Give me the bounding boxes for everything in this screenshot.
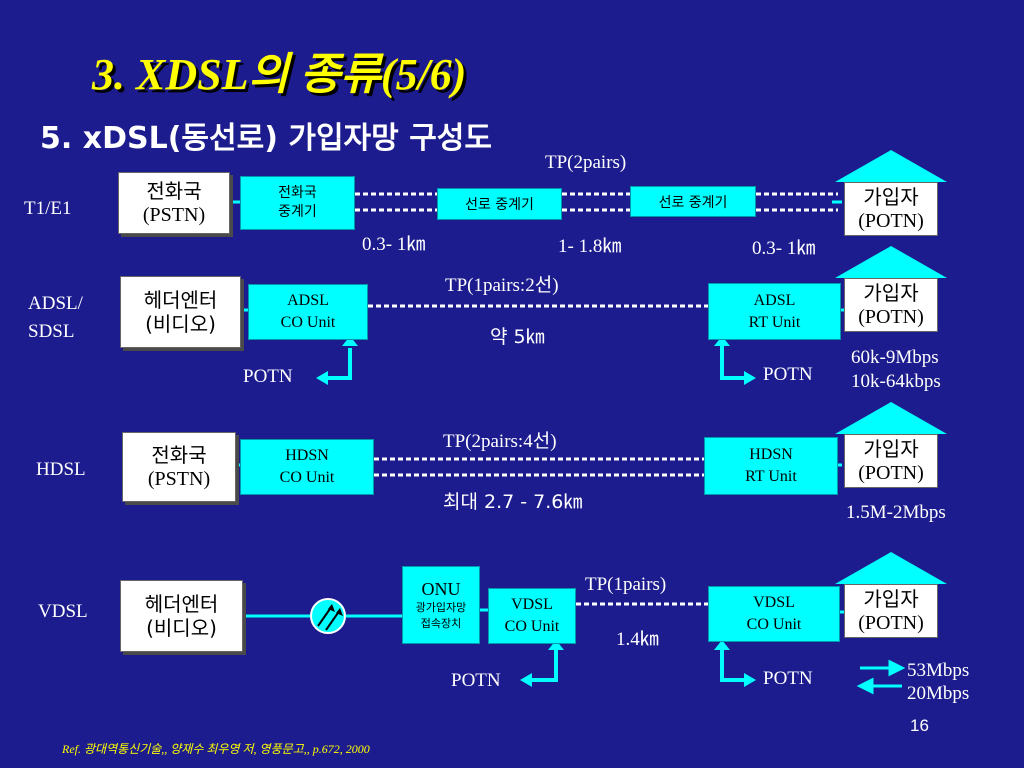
- subscriber-house-t1e1: 가입자(POTN): [835, 150, 947, 236]
- slide-subtitle: 5. xDSL(동선로) 가입자망 구성도: [40, 121, 493, 156]
- subscriber-house-vdsl: 가입자(POTN): [835, 552, 947, 638]
- office-name: 전화국: [146, 179, 202, 203]
- line-repeater-2: 선로 중계기: [630, 186, 756, 217]
- row-label-adsl: ADSL/ SDSL: [28, 293, 83, 342]
- hdsl-rt-unit: HDSN RT Unit: [704, 437, 838, 495]
- vdsl-co-unit-left: VDSL CO Unit: [488, 588, 576, 644]
- house-roof-icon: [835, 402, 947, 434]
- house-roof-icon: [835, 552, 947, 584]
- hdsl-distance: 최대 2.7 - 7.6㎞: [443, 491, 583, 513]
- optical-coupler-icon: [310, 598, 346, 634]
- t1e1-distance-2: 1- 1.8㎞: [558, 236, 622, 257]
- adsl-distance: 약 5㎞: [490, 326, 545, 348]
- adsl-potn-right: POTN: [763, 364, 813, 385]
- vdsl-distance: 1.4㎞: [616, 629, 659, 650]
- house-roof-icon: [835, 150, 947, 182]
- hdsl-co-unit: HDSN CO Unit: [240, 439, 374, 495]
- adsl-potn-arrow-left: [326, 348, 352, 380]
- page-number: 16: [910, 716, 929, 735]
- central-office-pstn: 전화국 (PSTN): [118, 172, 230, 234]
- headend-video: 헤더엔터 (비디오): [120, 276, 241, 348]
- subscriber-house-hdsl: 가입자(POTN): [835, 402, 947, 488]
- house-roof-icon: [835, 246, 947, 278]
- slide-title: 3. XDSL의 종류(5/6): [92, 50, 467, 99]
- adsl-potn-left: POTN: [243, 366, 293, 387]
- subscriber-house-adsl: 가입자(POTN): [835, 246, 947, 332]
- central-office-pstn-hdsl: 전화국 (PSTN): [122, 432, 236, 502]
- vdsl-speed: 53Mbps 20Mbps: [907, 660, 970, 704]
- vdsl-tp-label: TP(1pairs): [585, 574, 667, 595]
- adsl-co-unit: ADSL CO Unit: [248, 284, 368, 340]
- office-type: (PSTN): [142, 204, 206, 226]
- adsl-rt-unit: ADSL RT Unit: [708, 283, 841, 340]
- hdsl-speed: 1.5M-2Mbps: [846, 502, 946, 523]
- adsl-speed: 60k-9Mbps 10k-64kbps: [851, 347, 941, 392]
- line-repeater-1: 선로 중계기: [437, 188, 562, 220]
- hdsl-tp-label: TP(2pairs:4선): [443, 431, 557, 452]
- vdsl-co-unit-right: VDSL CO Unit: [708, 586, 840, 642]
- onu-unit: ONU 광가입자망 접속장치: [402, 566, 480, 644]
- vdsl-potn-arrow-right: [720, 650, 746, 682]
- row-label-hdsl: HDSL: [36, 459, 86, 480]
- vdsl-potn-arrow-left: [530, 650, 558, 682]
- vdsl-potn-right: POTN: [763, 668, 813, 689]
- office-repeater: 전화국 중계기: [240, 176, 355, 230]
- bidirectional-speed-arrows: [856, 659, 906, 695]
- row-label-vdsl: VDSL: [38, 601, 88, 622]
- vdsl-potn-left: POTN: [451, 670, 501, 691]
- adsl-potn-arrow-right: [720, 346, 746, 380]
- t1e1-distance-3: 0.3- 1㎞: [752, 238, 816, 259]
- reference-citation: Ref. 광대역통신기술,, 양재수 최우영 저, 영풍문고,, p.672, …: [62, 742, 370, 756]
- row-label-t1e1: T1/E1: [24, 198, 72, 219]
- t1e1-distance-1: 0.3- 1㎞: [362, 234, 426, 255]
- t1e1-tp-label: TP(2pairs): [545, 152, 627, 173]
- adsl-tp-label: TP(1pairs:2선): [445, 275, 559, 296]
- headend-video-vdsl: 헤더엔터 (비디오): [120, 580, 243, 652]
